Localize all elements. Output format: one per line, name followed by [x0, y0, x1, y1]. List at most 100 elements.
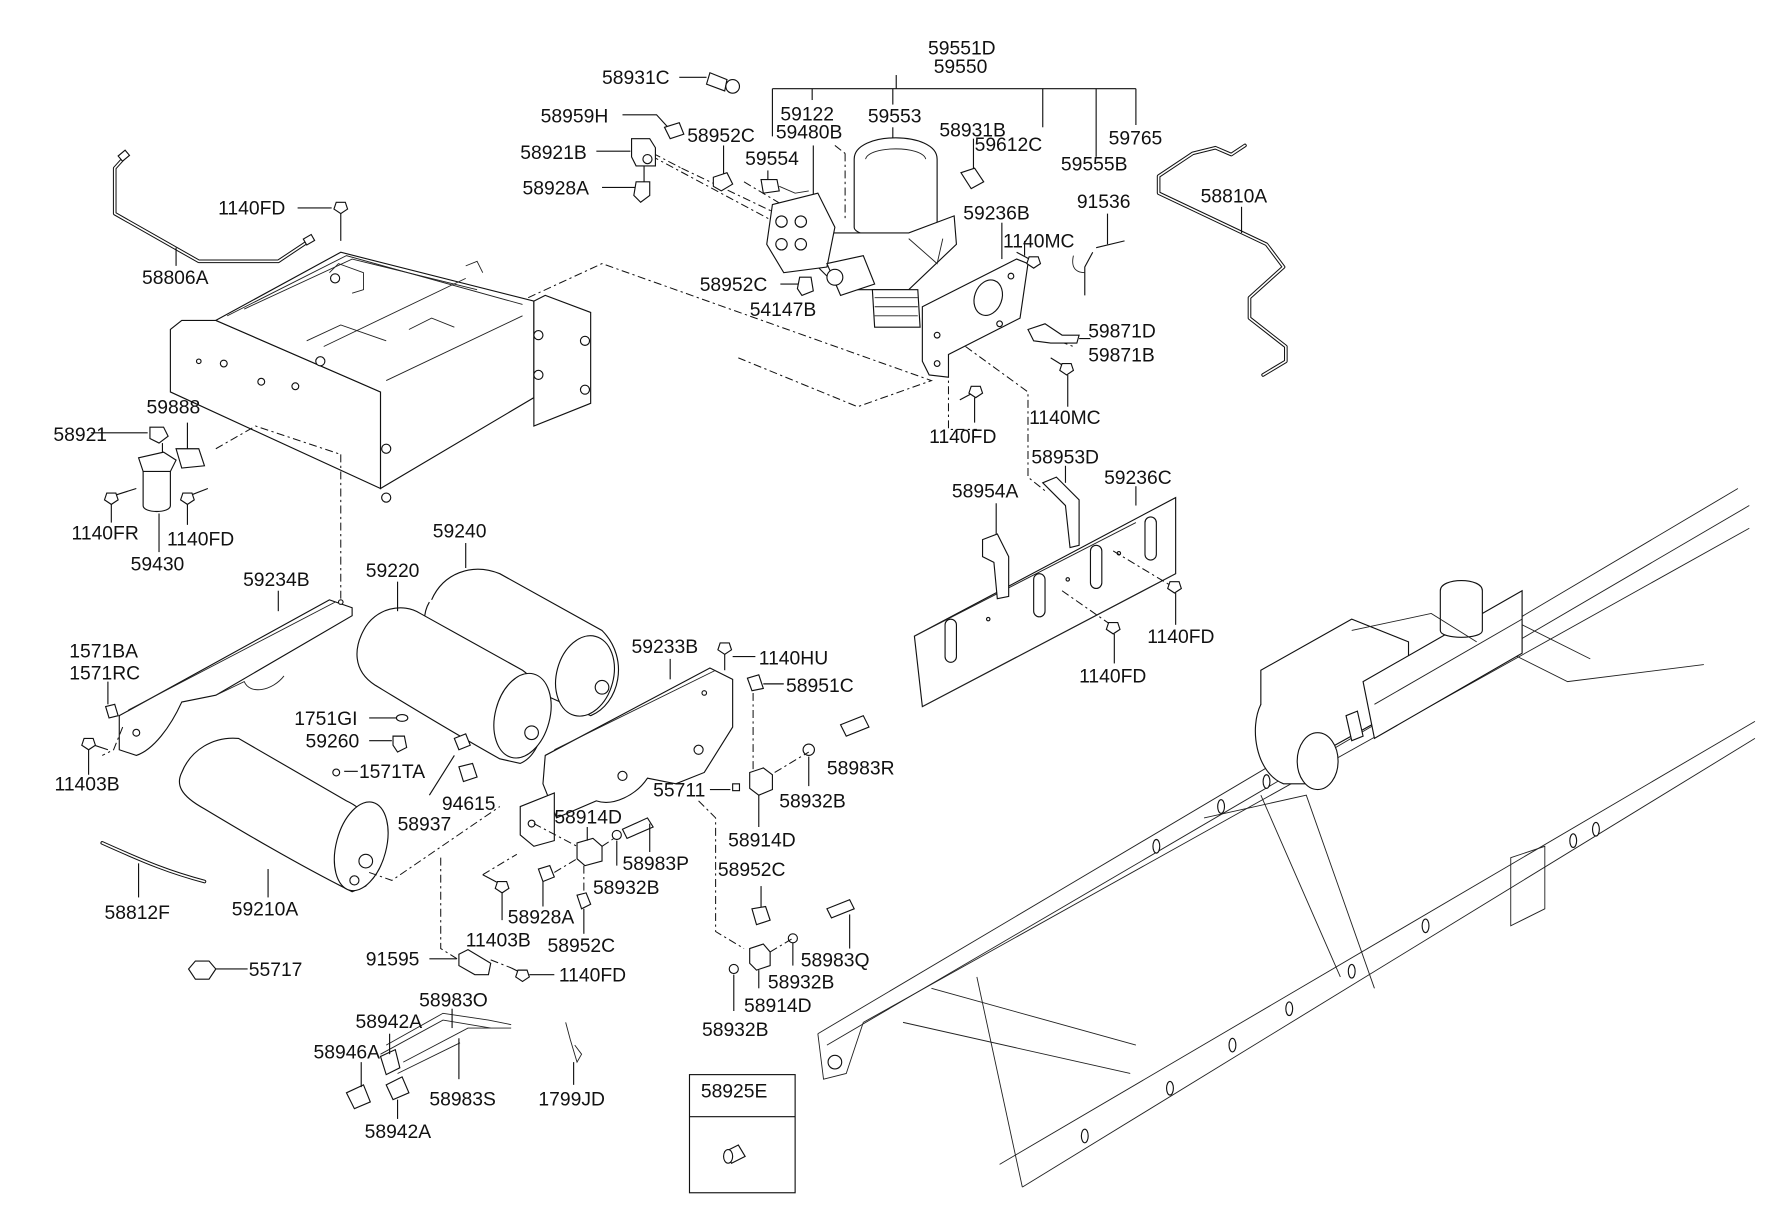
callout-1571TA[interactable]: 1571TA	[359, 762, 425, 783]
fitting-58983R	[839, 714, 870, 737]
callout-58954A[interactable]: 58954A	[952, 482, 1019, 503]
callout-54147B[interactable]: 54147B	[750, 300, 817, 321]
callout-58914D-c[interactable]: 58914D	[744, 996, 812, 1017]
callout-58806A[interactable]: 58806A	[142, 268, 209, 289]
callout-59430[interactable]: 59430	[131, 554, 185, 575]
callout-59554[interactable]: 59554	[745, 149, 799, 170]
callout-58942A-a[interactable]: 58942A	[356, 1012, 423, 1033]
callout-58946A[interactable]: 58946A	[314, 1043, 381, 1064]
callout-58932B-d[interactable]: 58932B	[702, 1020, 769, 1041]
callout-1140FR[interactable]: 1140FR	[72, 524, 139, 545]
callout-58812F[interactable]: 58812F	[105, 903, 171, 924]
fitting-58952C-bot	[698, 800, 771, 949]
pipe-58810A	[1156, 143, 1288, 377]
hose-set-58983	[345, 1008, 512, 1119]
callout-11403B-l[interactable]: 11403B	[55, 775, 120, 796]
bolt-1140FD-brk	[959, 385, 984, 423]
callout-58952C-mid[interactable]: 58952C	[700, 275, 768, 296]
bolt-1140HU	[717, 642, 756, 671]
callout-58953D[interactable]: 58953D	[1031, 448, 1099, 469]
callout-59888[interactable]: 59888	[147, 398, 201, 419]
callout-58925E[interactable]: 58925E	[701, 1081, 768, 1102]
callout-1140FD-r1[interactable]: 1140FD	[1147, 627, 1214, 648]
callout-11403B-b[interactable]: 11403B	[466, 930, 531, 951]
callout-59765[interactable]: 59765	[1109, 128, 1163, 149]
callout-59233B[interactable]: 59233B	[632, 637, 699, 658]
fitting-58952C-top	[712, 145, 734, 192]
callout-58983S[interactable]: 58983S	[429, 1089, 496, 1110]
pipe-58806A	[112, 149, 316, 266]
callout-58952C-top[interactable]: 58952C	[687, 126, 755, 147]
callout-58931B[interactable]: 58931B	[939, 120, 1006, 141]
callout-59555B[interactable]: 59555B	[1061, 154, 1128, 175]
callout-58942A-b[interactable]: 58942A	[365, 1122, 432, 1143]
callout-59122[interactable]: 59122	[780, 104, 834, 125]
callout-1140FD-dryer[interactable]: 1140FD	[167, 529, 234, 550]
callout-58952C-low[interactable]: 58952C	[718, 860, 786, 881]
fitting-58931C	[679, 72, 741, 94]
callout-1140FD-top[interactable]: 1140FD	[218, 199, 285, 220]
callout-1140MC-a[interactable]: 1140MC	[1003, 232, 1075, 253]
tank-fittings	[81, 681, 478, 796]
fitting-58983Q	[826, 898, 855, 949]
bracket-58953D	[1041, 465, 1080, 549]
callout-59553[interactable]: 59553	[868, 107, 922, 128]
callout-58983P[interactable]: 58983P	[622, 854, 689, 875]
callout-1571BA[interactable]: 1571BA	[69, 642, 138, 663]
callout-59871B[interactable]: 59871B	[1088, 345, 1155, 366]
dryer-mounting-bracket	[169, 251, 592, 503]
callout-59240[interactable]: 59240	[433, 521, 487, 542]
inset-58925E	[688, 1074, 796, 1194]
callout-59480B[interactable]: 59480B	[776, 123, 843, 144]
callout-1571RC[interactable]: 1571RC	[69, 663, 140, 684]
callout-55711[interactable]: 55711	[653, 780, 705, 801]
callout-58931C[interactable]: 58931C	[602, 68, 670, 89]
callout-59236B[interactable]: 59236B	[963, 203, 1030, 224]
callout-58810A[interactable]: 58810A	[1201, 186, 1268, 207]
callout-1140FD-brk[interactable]: 1140FD	[929, 427, 996, 448]
callout-58983O[interactable]: 58983O	[419, 990, 488, 1011]
fitting-58932B-a	[802, 743, 816, 787]
callout-58937[interactable]: 58937	[398, 814, 452, 835]
callout-58928A-low[interactable]: 58928A	[508, 908, 575, 929]
callout-59550[interactable]: 59550	[934, 57, 988, 78]
callout-1140MC-b[interactable]: 1140MC	[1029, 408, 1101, 429]
side-panel-59236C	[913, 486, 1177, 708]
nut-55717	[187, 960, 248, 980]
callout-91595[interactable]: 91595	[366, 950, 420, 971]
callout-58921[interactable]: 58921	[53, 425, 107, 446]
callout-59210A[interactable]: 59210A	[232, 900, 299, 921]
callout-1140FD-bot[interactable]: 1140FD	[559, 965, 626, 986]
callout-58914D-a[interactable]: 58914D	[554, 808, 622, 829]
callout-59236C[interactable]: 59236C	[1104, 468, 1172, 489]
callout-59551D[interactable]: 59551D	[928, 39, 996, 60]
callout-58932B-c[interactable]: 58932B	[768, 972, 835, 993]
callout-94615[interactable]: 94615	[442, 794, 496, 815]
callout-58928A-top[interactable]: 58928A	[523, 178, 590, 199]
callout-59871D[interactable]: 59871D	[1088, 321, 1156, 342]
tank-59210A	[178, 737, 501, 898]
callout-59234B[interactable]: 59234B	[243, 570, 310, 591]
callout-1140FD-r2[interactable]: 1140FD	[1079, 667, 1146, 688]
callout-59260[interactable]: 59260	[306, 731, 360, 752]
callout-58932B-a[interactable]: 58932B	[779, 792, 846, 813]
callout-1140HU[interactable]: 1140HU	[759, 649, 828, 670]
callout-55717[interactable]: 55717	[249, 960, 303, 981]
callout-58952C-bot[interactable]: 58952C	[548, 936, 616, 957]
callout-58983R[interactable]: 58983R	[827, 759, 895, 780]
fitting-58928A-top	[602, 165, 651, 204]
callout-58921B[interactable]: 58921B	[520, 143, 587, 164]
callout-91536[interactable]: 91536	[1077, 192, 1131, 213]
callout-58983Q[interactable]: 58983Q	[801, 951, 870, 972]
callout-1751GI[interactable]: 1751GI	[294, 709, 357, 730]
callout-58932B-b[interactable]: 58932B	[593, 878, 660, 899]
callout-58914D-b[interactable]: 58914D	[728, 830, 796, 851]
callout-59220[interactable]: 59220	[366, 561, 420, 582]
callout-58959H[interactable]: 58959H	[541, 107, 609, 128]
callout-59612C[interactable]: 59612C	[975, 135, 1043, 156]
callout-58951C[interactable]: 58951C	[786, 676, 854, 697]
callout-1799JD[interactable]: 1799JD	[538, 1089, 605, 1110]
bolts-1140FD-panel	[1061, 550, 1183, 664]
